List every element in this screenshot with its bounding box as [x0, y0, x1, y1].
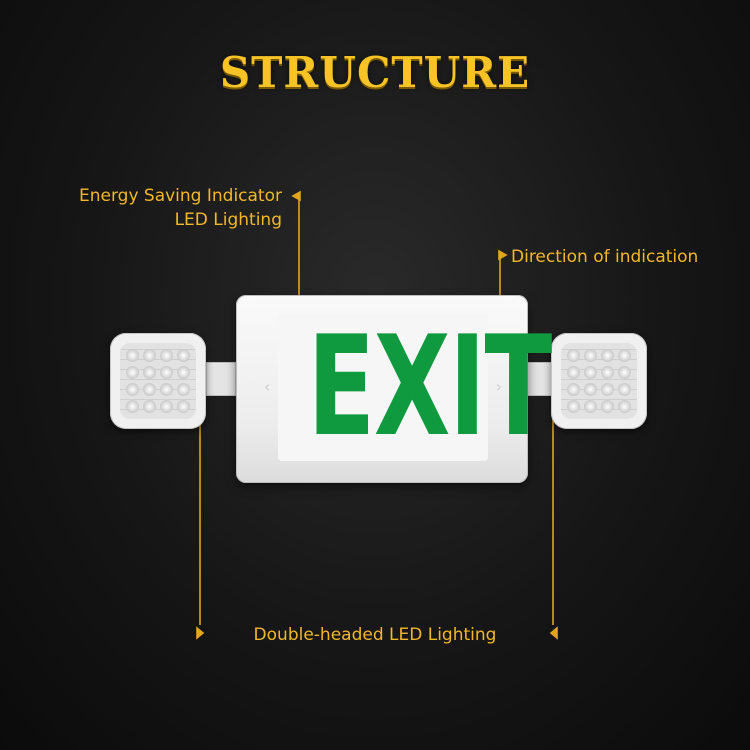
energy-saving-callout: Energy Saving Indicator LED Lighting [79, 184, 282, 232]
direction-callout: Direction of indication [511, 247, 699, 267]
direction-pointer [498, 249, 508, 261]
right-head-pointer [549, 626, 558, 640]
left-lamp-head [110, 333, 206, 429]
energy-saving-label: Energy Saving Indicator [78, 186, 282, 206]
left-lamp-arm [206, 362, 236, 396]
left-chevron-icon: ‹ [264, 377, 271, 396]
left-head-pointer [196, 626, 205, 640]
right-chevron-icon: › [495, 377, 502, 396]
page-title: STRUCTURE [219, 48, 531, 97]
right-lamp-head [551, 333, 647, 429]
exit-text: EXIT [307, 306, 552, 467]
right-lamp-lens [561, 343, 637, 419]
exit-sign-face: EXIT [278, 306, 552, 467]
exit-sign-body: ‹ › EXIT [236, 295, 552, 483]
double-headed-callout: Double-headed LED Lighting [253, 625, 497, 645]
energy-pointer [291, 190, 301, 202]
left-lamp-lens [120, 343, 196, 419]
right-lamp-arm [524, 362, 554, 396]
led-lighting-label: LED Lighting [174, 210, 282, 230]
